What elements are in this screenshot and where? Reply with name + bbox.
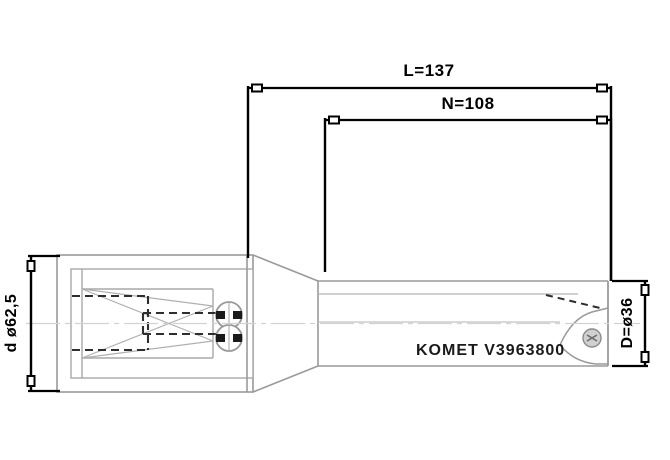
dimension-cutting-diameter: D=ø36 (612, 279, 650, 368)
pocket-outline-lower (559, 344, 608, 365)
body-engraving: KOMET V3963800 (416, 342, 565, 359)
part-geometry (26, 254, 640, 393)
dimension-usable-length: N=108 (323, 94, 613, 281)
hidden-chip-channel (545, 294, 601, 309)
port-key-left-lower (216, 334, 225, 342)
port-key-right-upper (233, 311, 242, 319)
dimension-shank-diameter: d ø62,5 (3, 254, 60, 393)
overall-length-terminator-left (251, 83, 263, 93)
cutting-diameter-label: D=ø36 (619, 298, 636, 349)
drill-body (317, 280, 608, 367)
usable-length-label: N=108 (441, 94, 494, 113)
port-key-left-upper (216, 311, 225, 319)
shank-body (56, 254, 254, 393)
usable-length-terminator-left (328, 115, 340, 125)
pocket-outline-upper (559, 307, 609, 346)
taper-transition (252, 254, 319, 393)
port-key-right-lower (233, 334, 242, 342)
coolant-port-circles (215, 301, 243, 352)
cutting-diameter-terminator-bottom (640, 351, 650, 363)
cutting-diameter-terminator-top (640, 284, 650, 296)
taper-bottom-line (252, 365, 319, 393)
insert-screw-torx-icon (586, 334, 598, 342)
dimension-overall-length: L=137 (246, 61, 613, 281)
insert-pocket (545, 281, 609, 366)
usable-length-terminator-right (596, 115, 608, 125)
shank-diameter-terminator-top (26, 260, 36, 272)
overall-length-terminator-right (596, 83, 608, 93)
shank-diameter-terminator-bottom (26, 375, 36, 387)
engraving-text: KOMET V3963800 (416, 342, 565, 359)
shank-diameter-label: d ø62,5 (3, 294, 20, 353)
overall-length-label: L=137 (403, 61, 454, 80)
taper-top-line (252, 254, 319, 282)
